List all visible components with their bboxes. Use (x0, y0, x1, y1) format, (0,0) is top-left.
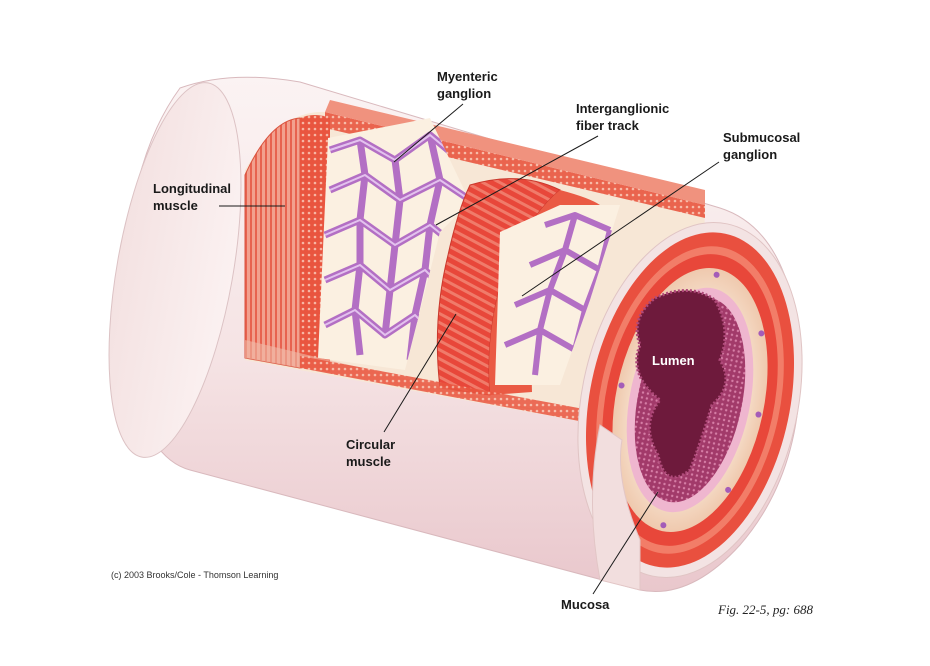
leader-circular (383, 313, 457, 433)
label-mucosa: Mucosa (561, 597, 610, 612)
leader-mucosa (592, 491, 659, 595)
copyright-credit: (c) 2003 Brooks/Cole - Thomson Learning (111, 570, 279, 580)
label-lumen: Lumen (652, 353, 695, 368)
front-wall-notch (592, 424, 641, 591)
leader-lines (219, 103, 720, 595)
leader-submucosal (521, 161, 720, 297)
bottom-muscle-edge (300, 356, 600, 425)
lumen (635, 288, 728, 479)
leader-myenteric (393, 103, 464, 163)
leader-interganglionic (435, 135, 599, 226)
tube-left-end (108, 82, 242, 458)
figure-reference: Fig. 22-5, pg: 688 (718, 602, 813, 617)
